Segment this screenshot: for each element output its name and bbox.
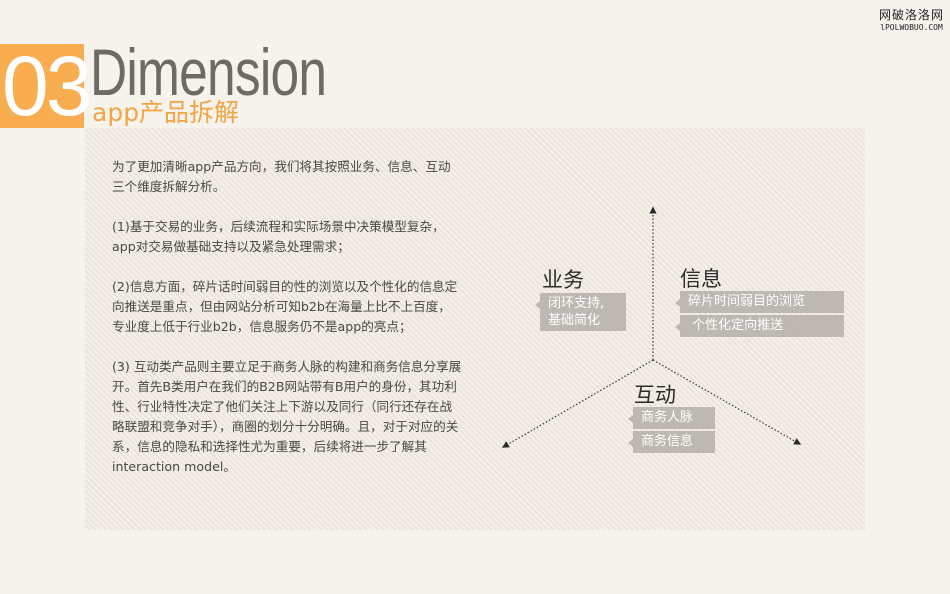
description-paragraph: (1)基于交易的业务，后续流程和实际场景中决策模型复杂，app对交易做基础支持以… — [112, 219, 445, 254]
interaction-tag: 商务信息 — [628, 431, 715, 453]
interaction-title: 互动 — [634, 383, 676, 407]
description-paragraph: (3) 互动类产品则主要立足于商务人脉的构建和商务信息分享展开。首先B类用户在我… — [112, 359, 462, 474]
watermark: 网破洛洛网 lPOLWOBUO.COM — [879, 8, 944, 34]
business-tag: 闭环支持, 基础简化 — [535, 293, 626, 331]
page-subtitle: app产品拆解 — [92, 98, 240, 127]
watermark-cn: 网破洛洛网 — [878, 8, 944, 22]
description-paragraph: 为了更加清晰app产品方向，我们将其按照业务、信息、互动三个维度拆解分析。 — [112, 159, 451, 194]
section-number-badge: 03 — [0, 40, 92, 132]
info-tag: 碎片时间弱目的浏览 — [675, 291, 844, 313]
page-title: Dimension — [90, 35, 327, 109]
watermark-en: lPOLWOBUO.COM — [880, 23, 943, 32]
info-title: 信息 — [680, 267, 722, 291]
description: 为了更加清晰app产品方向，我们将其按照业务、信息、互动三个维度拆解分析。 (1… — [112, 157, 462, 497]
interaction-tag: 商务人脉 — [628, 407, 715, 429]
business-title: 业务 — [542, 268, 584, 292]
section-number: 03 — [2, 39, 92, 133]
info-tag: 个性化定向推送 — [675, 315, 844, 337]
description-paragraph: (2)信息方面，碎片话时间弱目的性的浏览以及个性化的信息定向推送是重点，但由网站… — [112, 279, 458, 334]
